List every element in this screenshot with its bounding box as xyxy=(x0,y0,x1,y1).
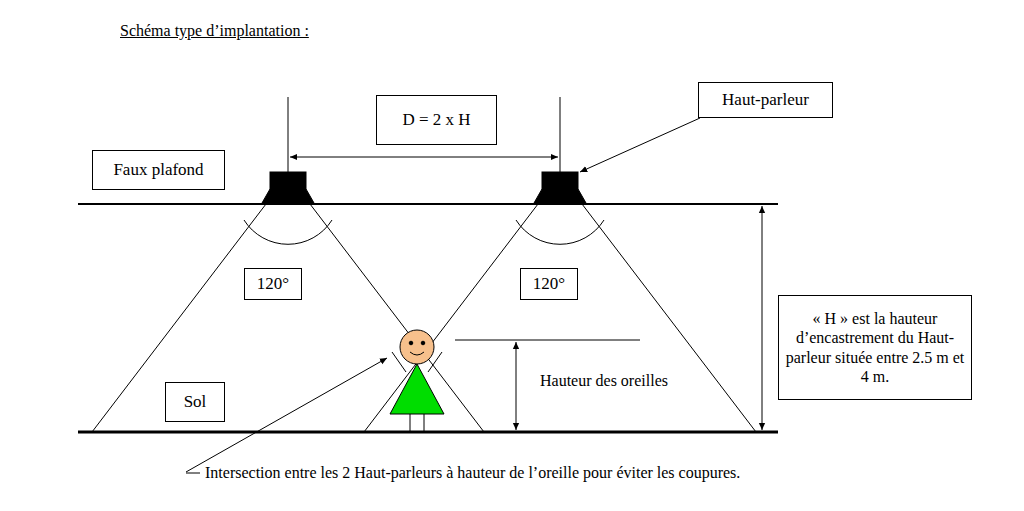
label-box: 120° xyxy=(520,268,578,300)
box-text: « H » est la hauteur d’encastrement du H… xyxy=(785,309,965,386)
angle-arc xyxy=(516,220,604,244)
dimension-extension xyxy=(560,97,561,176)
person-leg xyxy=(424,414,425,431)
dimension-label: Hauteur des oreilles xyxy=(540,371,668,390)
angle-arc xyxy=(244,220,332,244)
ceiling-line xyxy=(78,203,778,205)
floor-line xyxy=(78,431,778,434)
label-box: 120° xyxy=(244,268,302,300)
person-body xyxy=(390,364,444,414)
height-arrow xyxy=(762,206,763,430)
dimension-arrow xyxy=(290,157,558,158)
leader-dash xyxy=(186,473,200,474)
box-text: D = 2 x H xyxy=(402,110,470,130)
person-eye xyxy=(421,341,425,345)
ear-height-arrow xyxy=(516,342,517,430)
label-box: « H » est la hauteur d’encastrement du H… xyxy=(778,295,972,400)
coverage-line xyxy=(364,204,538,432)
person-leg xyxy=(410,414,411,431)
label-box: Faux plafond xyxy=(92,150,225,190)
leader-arrow xyxy=(580,118,700,172)
person-mouth xyxy=(410,352,424,355)
speaker-cone xyxy=(262,189,314,203)
ear-height-line xyxy=(455,340,640,341)
box-text: 120° xyxy=(533,274,565,294)
speaker-body xyxy=(270,172,306,189)
dimension-extension xyxy=(288,97,289,176)
box-text: Haut-parleur xyxy=(722,90,809,110)
box-text: Sol xyxy=(184,392,207,412)
coverage-line xyxy=(582,204,756,432)
note-text: Intersection entre les 2 Haut-parleurs à… xyxy=(205,463,740,482)
label-box: D = 2 x H xyxy=(376,95,497,145)
coverage-line xyxy=(92,204,266,432)
speaker-body xyxy=(542,172,578,189)
person-eye xyxy=(409,341,413,345)
person-head xyxy=(400,330,434,364)
label-box: Haut-parleur xyxy=(698,82,833,118)
box-text: 120° xyxy=(257,274,289,294)
speaker-cone xyxy=(534,189,586,203)
diagram-title: Schéma type d’implantation : xyxy=(120,22,309,40)
label-box: Sol xyxy=(165,382,225,422)
coverage-line xyxy=(310,204,484,432)
box-text: Faux plafond xyxy=(113,160,203,180)
